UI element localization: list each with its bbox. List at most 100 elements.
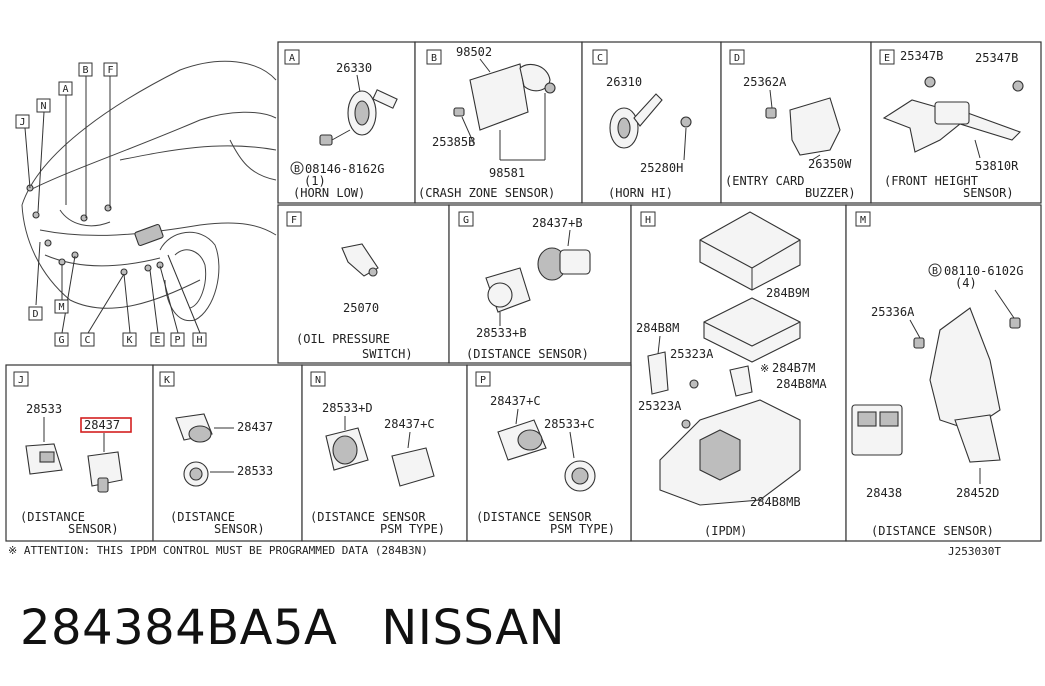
callout-a: A bbox=[58, 81, 73, 96]
svg-text:28452D: 28452D bbox=[956, 486, 999, 500]
svg-text:284B7M: 284B7M bbox=[772, 361, 815, 375]
svg-text:E: E bbox=[154, 335, 160, 346]
svg-text:D: D bbox=[734, 53, 740, 64]
svg-text:(DISTANCE: (DISTANCE bbox=[20, 510, 85, 524]
callout-b: B bbox=[78, 62, 93, 77]
panel-g: G 28437+B 28533+B (DISTANCE SENSOR) bbox=[448, 204, 632, 364]
svg-text:※: ※ bbox=[760, 362, 769, 375]
svg-text:C: C bbox=[597, 53, 603, 64]
svg-text:(DISTANCE SENSOR): (DISTANCE SENSOR) bbox=[466, 347, 589, 361]
svg-text:28533+D: 28533+D bbox=[322, 401, 373, 415]
callout-e: E bbox=[150, 332, 165, 347]
svg-text:M: M bbox=[860, 215, 866, 226]
diagram-code: J253030T bbox=[948, 545, 1001, 558]
panel-f: F 25070 (OIL PRESSURE SWITCH) bbox=[277, 204, 450, 364]
callout-f: F bbox=[103, 62, 118, 77]
svg-text:98581: 98581 bbox=[489, 166, 525, 180]
svg-text:E: E bbox=[884, 53, 890, 64]
panel-a: A 26330 B 08146-8162G (1) (HORN LOW) bbox=[277, 41, 416, 204]
svg-text:SENSOR): SENSOR) bbox=[68, 522, 119, 536]
svg-text:M: M bbox=[58, 302, 64, 313]
panel-k: K 28437 28533 (DISTANCE SENSOR) bbox=[152, 364, 303, 542]
svg-text:28438: 28438 bbox=[866, 486, 902, 500]
callout-j: J bbox=[15, 114, 30, 129]
panel-h: H 284B9M 284B8M 25323A ※ 284B7M 284B8MA … bbox=[630, 204, 847, 542]
svg-text:N: N bbox=[315, 375, 321, 386]
svg-text:28533: 28533 bbox=[237, 464, 273, 478]
svg-text:BUZZER): BUZZER) bbox=[805, 186, 856, 200]
callout-c: C bbox=[80, 332, 95, 347]
svg-text:SENSOR): SENSOR) bbox=[214, 522, 265, 536]
highlight-box bbox=[80, 417, 132, 433]
svg-text:(HORN HI): (HORN HI) bbox=[608, 186, 673, 200]
svg-text:(FRONT HEIGHT: (FRONT HEIGHT bbox=[884, 174, 978, 188]
svg-text:28437+C: 28437+C bbox=[384, 417, 435, 431]
svg-text:284B8MA: 284B8MA bbox=[776, 377, 827, 391]
panel-n: N 28533+D 28437+C (DISTANCE SENSOR PSM T… bbox=[301, 364, 468, 542]
callout-g: G bbox=[54, 332, 69, 347]
panel-j: J 28533 28437 (DISTANCE SENSOR) bbox=[5, 364, 154, 542]
svg-text:D: D bbox=[32, 309, 38, 320]
svg-text:(DISTANCE: (DISTANCE bbox=[170, 510, 235, 524]
svg-text:28533+B: 28533+B bbox=[476, 326, 527, 340]
svg-text:G: G bbox=[58, 335, 64, 346]
car-overview bbox=[21, 60, 277, 334]
svg-text:(IPDM): (IPDM) bbox=[704, 524, 747, 538]
svg-text:(ENTRY CARD: (ENTRY CARD bbox=[725, 174, 804, 188]
svg-text:98502: 98502 bbox=[456, 45, 492, 59]
svg-text:A: A bbox=[289, 53, 295, 64]
callout-n: N bbox=[36, 98, 51, 113]
svg-text:PSM TYPE): PSM TYPE) bbox=[380, 522, 445, 536]
svg-text:28437: 28437 bbox=[84, 418, 120, 432]
caption-part-number: 284384BA5A bbox=[20, 600, 338, 656]
svg-text:25323A: 25323A bbox=[670, 347, 714, 361]
svg-text:B: B bbox=[431, 53, 437, 64]
panel-b: B 98502 25385B 98581 (CRASH ZONE SENSOR) bbox=[414, 41, 583, 204]
callout-m: M bbox=[54, 299, 69, 314]
svg-text:SENSOR): SENSOR) bbox=[963, 186, 1014, 200]
svg-text:25362A: 25362A bbox=[743, 75, 787, 89]
svg-text:28437+C: 28437+C bbox=[490, 394, 541, 408]
svg-text:H: H bbox=[645, 215, 651, 226]
svg-text:25385B: 25385B bbox=[432, 135, 475, 149]
callout-p: P bbox=[170, 332, 185, 347]
attention-note: ※ ATTENTION: THIS IPDM CONTROL MUST BE P… bbox=[8, 544, 428, 557]
svg-text:284B9M: 284B9M bbox=[766, 286, 809, 300]
svg-text:284B8MB: 284B8MB bbox=[750, 495, 801, 509]
svg-text:C: C bbox=[84, 335, 90, 346]
svg-text:08110-6102G: 08110-6102G bbox=[944, 264, 1023, 278]
svg-text:N: N bbox=[40, 101, 46, 112]
svg-text:25280H: 25280H bbox=[640, 161, 683, 175]
panel-d: D 25362A 26350W (ENTRY CARD BUZZER) bbox=[720, 41, 872, 204]
svg-text:(DISTANCE SENSOR: (DISTANCE SENSOR bbox=[476, 510, 592, 524]
panel-m: M B 08110-6102G (4) 25336A 28438 28452D … bbox=[845, 204, 1042, 542]
callout-h: H bbox=[192, 332, 207, 347]
svg-text:F: F bbox=[291, 215, 297, 226]
svg-text:25347B: 25347B bbox=[975, 51, 1018, 65]
part-caption: 284384BA5A NISSAN bbox=[20, 600, 565, 656]
svg-text:PSM TYPE): PSM TYPE) bbox=[550, 522, 615, 536]
svg-text:A: A bbox=[62, 84, 68, 95]
panel-p: P 28437+C 28533+C (DISTANCE SENSOR PSM T… bbox=[466, 364, 632, 542]
svg-text:(CRASH ZONE SENSOR): (CRASH ZONE SENSOR) bbox=[418, 186, 555, 200]
svg-text:28437: 28437 bbox=[237, 420, 273, 434]
svg-text:G: G bbox=[463, 215, 469, 226]
svg-text:B: B bbox=[932, 266, 938, 277]
svg-text:(4): (4) bbox=[955, 276, 977, 290]
callout-k: K bbox=[122, 332, 137, 347]
svg-text:K: K bbox=[164, 375, 170, 386]
svg-text:25347B: 25347B bbox=[900, 49, 943, 63]
svg-text:28437+B: 28437+B bbox=[532, 216, 583, 230]
svg-text:26310: 26310 bbox=[606, 75, 642, 89]
svg-text:284B8M: 284B8M bbox=[636, 321, 679, 335]
svg-text:53810R: 53810R bbox=[975, 159, 1019, 173]
caption-brand: NISSAN bbox=[381, 600, 566, 656]
svg-text:25336A: 25336A bbox=[871, 305, 915, 319]
svg-text:(DISTANCE SENSOR: (DISTANCE SENSOR bbox=[310, 510, 426, 524]
car-callouts: A B F N J D M G C K E P H bbox=[15, 62, 207, 347]
svg-text:H: H bbox=[196, 335, 202, 346]
svg-text:28533: 28533 bbox=[26, 402, 62, 416]
svg-text:B: B bbox=[294, 164, 300, 175]
callout-d: D bbox=[28, 306, 43, 321]
